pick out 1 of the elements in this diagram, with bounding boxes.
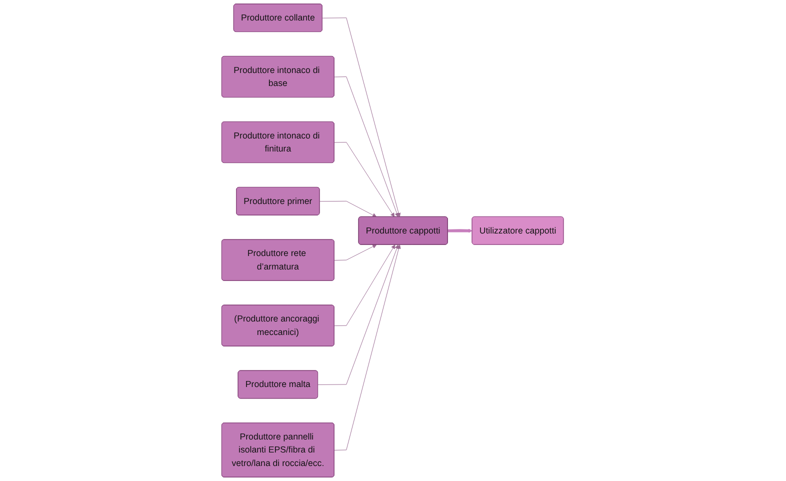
arrow [448,228,473,233]
